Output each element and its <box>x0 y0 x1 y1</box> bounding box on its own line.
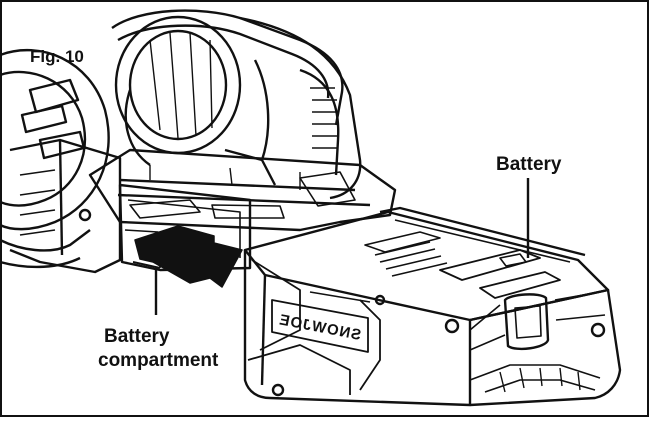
compartment-callout-label-line1: Battery <box>104 326 170 347</box>
battery-brand-mark: SNOWJOE <box>277 311 362 344</box>
battery-callout-label: Battery <box>496 154 562 175</box>
figure-label: Fig. 10 <box>30 47 84 66</box>
compartment-callout-label-line2: compartment <box>98 350 219 371</box>
battery-pack <box>243 206 622 407</box>
insert-arrow <box>134 225 243 288</box>
